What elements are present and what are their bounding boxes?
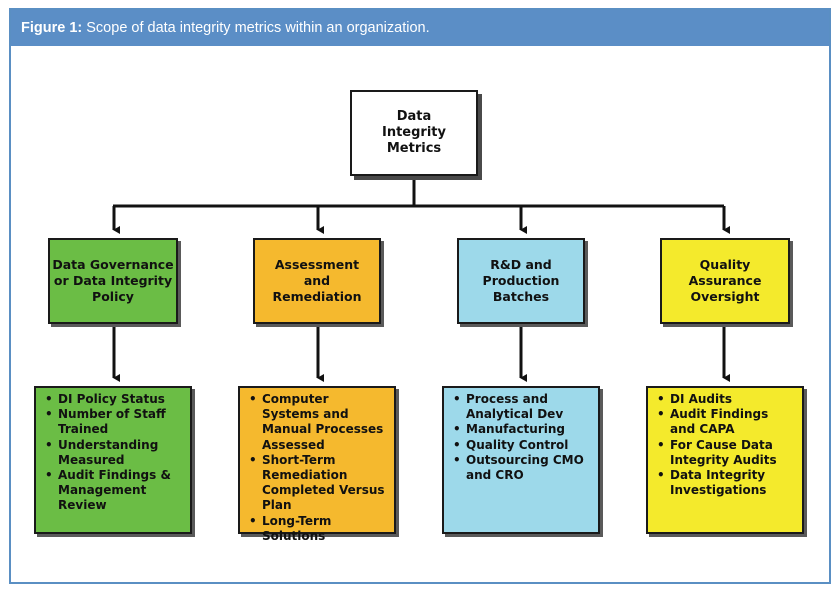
detail-item: Understanding Measured bbox=[45, 438, 184, 468]
category-title-assessment: Assessment and Remediation bbox=[272, 257, 362, 304]
detail-list-assessment: Computer Systems and Manual Processes As… bbox=[238, 386, 396, 543]
category-node-qa: Quality Assurance Oversight bbox=[660, 238, 790, 324]
detail-item: For Cause Data Integrity Audits bbox=[657, 438, 796, 468]
detail-item: Short-Term Remediation Completed Versus … bbox=[249, 453, 388, 514]
detail-item: Process and Analytical Dev bbox=[453, 392, 592, 422]
category-title-qa: Quality Assurance Oversight bbox=[688, 257, 762, 304]
category-title-rnd: R&D and Production Batches bbox=[482, 257, 560, 304]
category-node-governance: Data Governance or Data Integrity Policy bbox=[48, 238, 178, 324]
detail-item: DI Audits bbox=[657, 392, 796, 407]
category-node-rnd: R&D and Production Batches bbox=[457, 238, 585, 324]
detail-item: Computer Systems and Manual Processes As… bbox=[249, 392, 388, 453]
root-node-label: Data Integrity Metrics bbox=[382, 109, 446, 156]
detail-item: Long-Term Solutions bbox=[249, 514, 388, 544]
detail-list-rnd: Process and Analytical Dev Manufacturing… bbox=[442, 386, 600, 534]
detail-item: Number of Staff Trained bbox=[45, 407, 184, 437]
detail-item: Audit Findings and CAPA bbox=[657, 407, 796, 437]
detail-item: Data Integrity Investigations bbox=[657, 468, 796, 498]
category-node-assessment: Assessment and Remediation bbox=[253, 238, 381, 324]
detail-item: Manufacturing bbox=[453, 422, 592, 437]
category-title-governance: Data Governance or Data Integrity Policy bbox=[52, 257, 174, 304]
detail-list-qa: DI Audits Audit Findings and CAPA For Ca… bbox=[646, 386, 804, 534]
detail-list-governance: DI Policy Status Number of Staff Trained… bbox=[34, 386, 192, 534]
detail-item: Quality Control bbox=[453, 438, 592, 453]
detail-item: Outsourcing CMO and CRO bbox=[453, 453, 592, 483]
figure-caption: Figure 1: Scope of data integrity metric… bbox=[11, 10, 829, 46]
figure-caption-text: Scope of data integrity metrics within a… bbox=[86, 20, 430, 36]
figure-label: Figure 1: bbox=[21, 20, 83, 36]
root-node: Data Integrity Metrics bbox=[350, 90, 478, 176]
detail-item: DI Policy Status bbox=[45, 392, 184, 407]
detail-item: Audit Findings & Management Review bbox=[45, 468, 184, 514]
